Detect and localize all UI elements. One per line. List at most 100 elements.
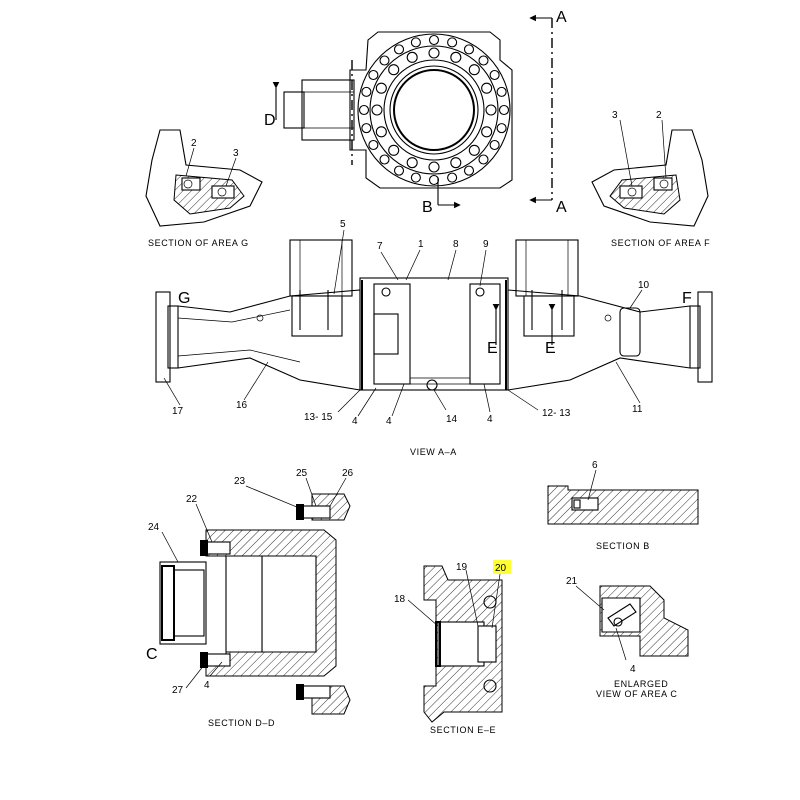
label-18: 18: [394, 594, 406, 605]
letter-g: G: [178, 290, 190, 307]
bolt-ring-outer: [358, 34, 510, 186]
bolt-hole: [379, 55, 390, 66]
bolt-hole: [406, 157, 418, 169]
bolt-hole: [496, 123, 507, 134]
bolt-hole: [489, 69, 500, 81]
label-8: 8: [453, 239, 459, 250]
section-d-d: 23 25 26 22 24 C 27 4 SECTION D–D: [146, 468, 354, 728]
section-area-g: 2 3 SECTION OF AREA G: [145, 129, 263, 248]
label-20: 20: [495, 563, 507, 574]
caption-section-b: SECTION B: [596, 541, 650, 551]
label-21: 21: [566, 576, 578, 587]
caption-section-d-d: SECTION D–D: [208, 718, 275, 728]
bolt-hole: [393, 165, 405, 176]
bolt-hole: [428, 174, 440, 186]
letter-e-left: E: [487, 340, 498, 357]
letter-a-bottom: A: [556, 199, 567, 216]
label-24: 24: [148, 522, 160, 533]
bolt-hole: [447, 172, 458, 183]
caption-enlarged: ENLARGED: [614, 679, 668, 689]
label-22: 22: [186, 494, 198, 505]
section-e-e: 18 19 20 SECTION E–E: [394, 560, 511, 735]
bolt-hole: [481, 82, 493, 94]
bolt-hole: [485, 104, 497, 116]
bolt-hole: [489, 139, 500, 151]
label-4b: 4: [386, 416, 392, 427]
label-27: 27: [172, 685, 184, 696]
label-5: 5: [340, 219, 346, 230]
end-view: D B A A: [264, 9, 567, 216]
caption-view-a-a: VIEW A–A: [410, 447, 457, 457]
bolt-hole: [358, 104, 370, 116]
view-a-a: E E G F 7 1 8 9 5 10 17 16 11 13- 15 4 4…: [155, 219, 713, 457]
label-4a: 4: [352, 416, 358, 427]
bolt-hole: [450, 157, 462, 169]
caption-section-area-f: SECTION OF AREA F: [611, 238, 710, 248]
bolt-hole: [481, 126, 493, 138]
letter-f: F: [682, 290, 692, 307]
bolt-hole: [428, 47, 440, 59]
letter-a-top: A: [556, 9, 567, 26]
bolt-hole: [428, 34, 440, 46]
bolt-hole: [361, 123, 372, 134]
bolt-hole: [450, 51, 462, 63]
caption-section-e-e: SECTION E–E: [430, 725, 496, 735]
bolt-hole: [478, 55, 489, 66]
bolt-ring-inner: [371, 47, 497, 173]
label-11: 11: [632, 404, 643, 415]
bolt-hole: [478, 154, 489, 165]
bolt-hole: [375, 126, 387, 138]
label-2a: 2: [191, 138, 197, 149]
caption-section-area-g: SECTION OF AREA G: [148, 238, 249, 248]
bolt-hole: [463, 165, 475, 176]
bolt-hole: [371, 104, 383, 116]
enlarged-view-area-c: 21 4 ENLARGED VIEW OF AREA C: [566, 576, 689, 699]
bolt-hole: [406, 51, 418, 63]
bolt-hole: [368, 69, 379, 81]
letter-b: B: [422, 199, 433, 216]
label-16: 16: [236, 400, 248, 411]
bolt-hole: [368, 139, 379, 151]
label-2b: 2: [656, 110, 662, 121]
label-1: 1: [418, 239, 424, 250]
label-4c: 4: [487, 414, 493, 425]
bolt-hole: [361, 86, 372, 97]
bolt-hole: [468, 64, 480, 76]
section-b: 6 SECTION B: [547, 460, 699, 551]
label-13-15: 13- 15: [304, 412, 333, 423]
label-3b: 3: [612, 110, 618, 121]
label-26: 26: [342, 468, 354, 479]
label-12-13: 12- 13: [542, 408, 571, 419]
label-23: 23: [234, 476, 246, 487]
bolt-hole: [379, 154, 390, 165]
label-9: 9: [483, 239, 489, 250]
bolt-hole: [463, 44, 475, 55]
bolt-hole: [393, 44, 405, 55]
letter-e-right: E: [545, 340, 556, 357]
label-3a: 3: [233, 148, 239, 159]
label-19: 19: [456, 562, 468, 573]
bolt-hole: [410, 37, 421, 48]
bolt-hole: [375, 82, 387, 94]
label-25: 25: [296, 468, 308, 479]
letter-d: D: [264, 112, 276, 129]
bolt-hole: [388, 64, 400, 76]
label-14: 14: [446, 414, 458, 425]
bolt-hole: [447, 37, 458, 48]
bolt-hole: [388, 144, 400, 156]
bolt-hole: [410, 172, 421, 183]
bolt-hole: [498, 104, 510, 116]
label-7: 7: [377, 241, 383, 252]
label-6: 6: [592, 460, 598, 471]
label-10: 10: [638, 280, 650, 291]
bolt-hole: [496, 86, 507, 97]
label-17: 17: [172, 406, 184, 417]
caption-view-of-area-c: VIEW OF AREA C: [596, 689, 677, 699]
section-area-f: 3 2 SECTION OF AREA F: [591, 110, 710, 248]
label-4e: 4: [630, 664, 636, 675]
bolt-hole: [468, 144, 480, 156]
label-4d: 4: [204, 680, 210, 691]
letter-c: C: [146, 646, 158, 663]
highlight-20: [493, 560, 511, 574]
